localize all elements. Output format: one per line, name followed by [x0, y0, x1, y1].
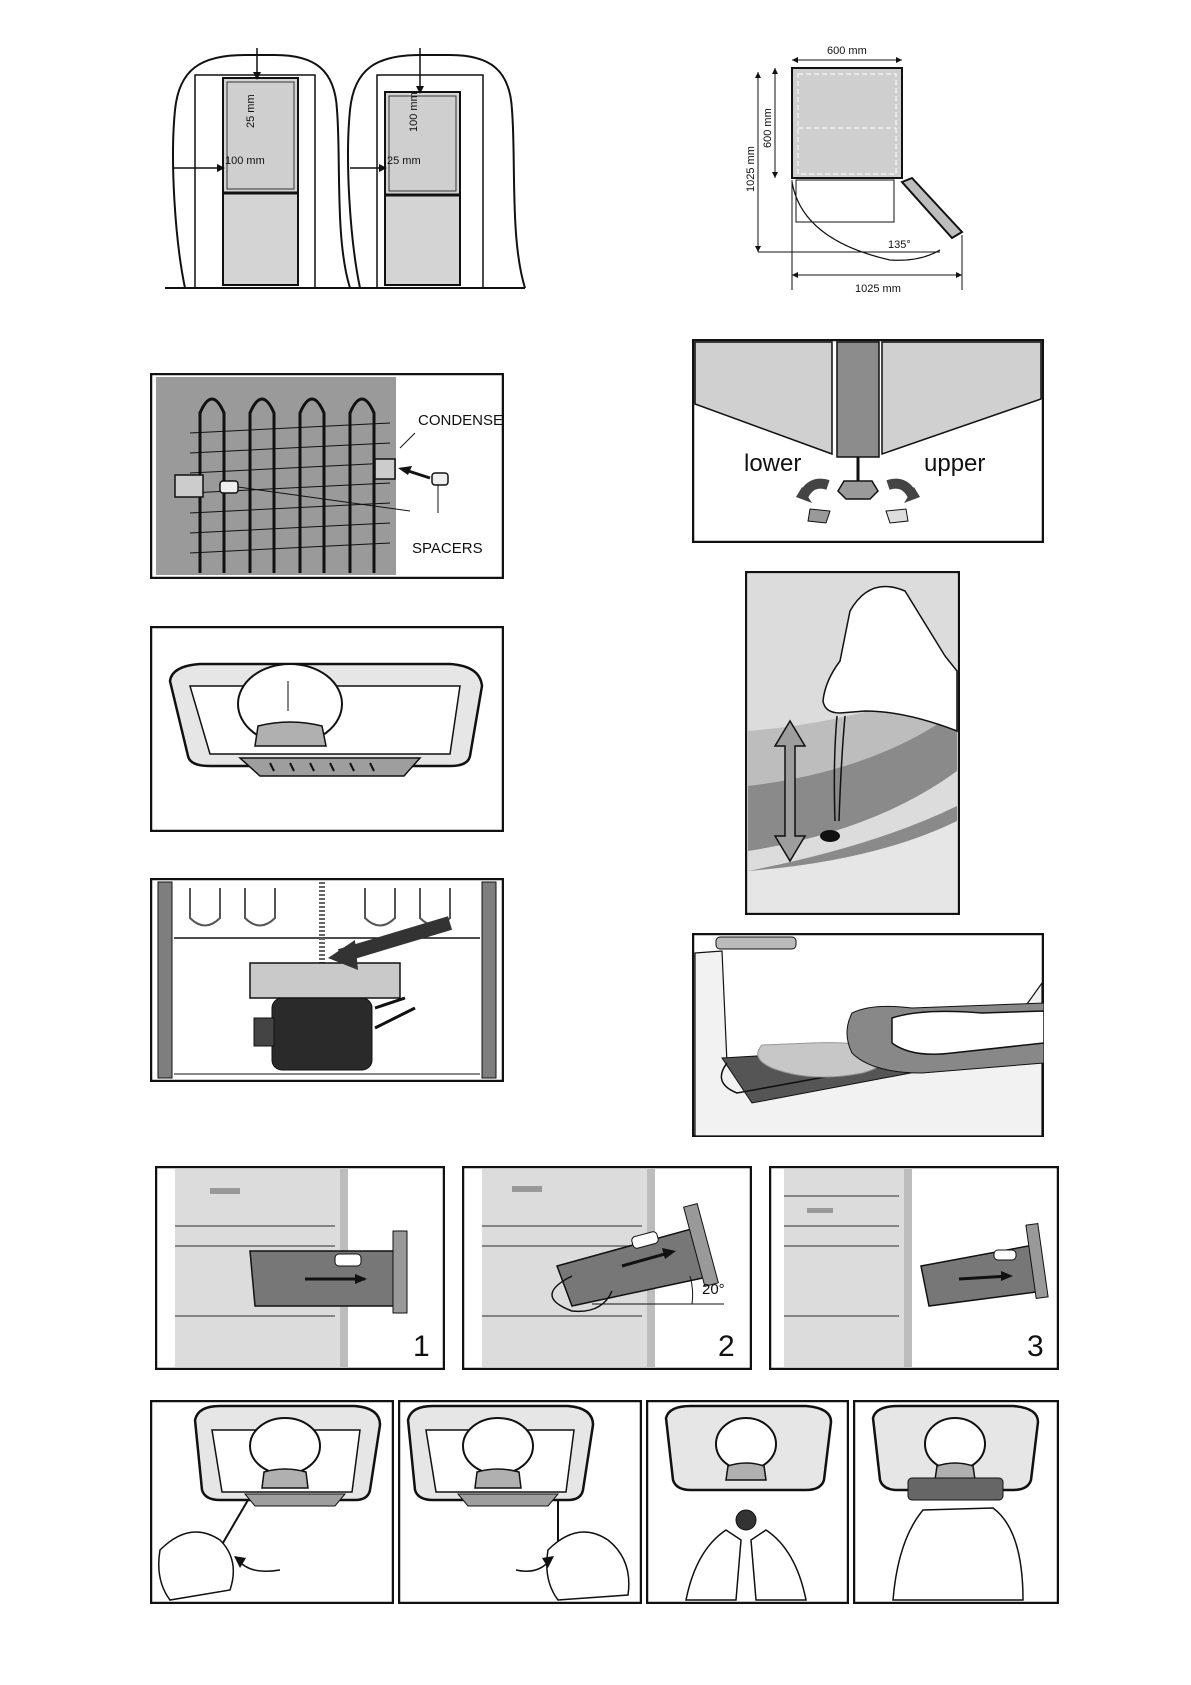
adjustable-foot-figure: lower upper: [692, 339, 1044, 543]
total-depth-label: 1025 mm: [745, 146, 757, 192]
drip-tray-figure: [150, 626, 504, 832]
right-side-gap-label: 25 mm: [387, 155, 421, 167]
right-top-gap-label: 100 mm: [408, 92, 420, 132]
clearance-diagrams: 25 mm 100 mm 100 mm 25 mm: [165, 40, 545, 295]
drain-cleaning-figure: [745, 571, 960, 915]
condenser-spacers-figure: CONDENSER SPACERS: [150, 373, 504, 579]
left-top-gap-label: 25 mm: [245, 94, 257, 128]
lower-label: lower: [744, 450, 801, 477]
width-label: 600 mm: [827, 45, 867, 57]
left-side-gap-label: 100 mm: [225, 155, 265, 167]
step-2-number: 2: [718, 1330, 735, 1363]
wipe-spill-figure: [692, 933, 1044, 1137]
crisper-step-1: 1: [155, 1166, 445, 1370]
depth-label: 600 mm: [762, 108, 774, 148]
tray-removal-step-d: [853, 1400, 1059, 1604]
step-1-number: 1: [413, 1330, 430, 1363]
tray-removal-step-b: [398, 1400, 642, 1604]
tilt-angle-label: 20°: [702, 1281, 725, 1298]
tray-removal-step-c: [646, 1400, 849, 1604]
dimensions-top-view: 600 mm 600 mm 1025 mm 135° 1025 mm: [740, 40, 990, 305]
angle-label: 135°: [888, 239, 911, 251]
upper-label: upper: [924, 450, 985, 477]
crisper-step-3: 3: [769, 1166, 1059, 1370]
compressor-figure: [150, 878, 504, 1082]
step-3-number: 3: [1027, 1330, 1044, 1363]
spacers-label: SPACERS: [412, 540, 483, 557]
tray-removal-step-a: [150, 1400, 394, 1604]
swing-width-label: 1025 mm: [855, 283, 901, 295]
crisper-step-2: 20° 2: [462, 1166, 752, 1370]
condenser-label: CONDENSER: [418, 412, 504, 429]
